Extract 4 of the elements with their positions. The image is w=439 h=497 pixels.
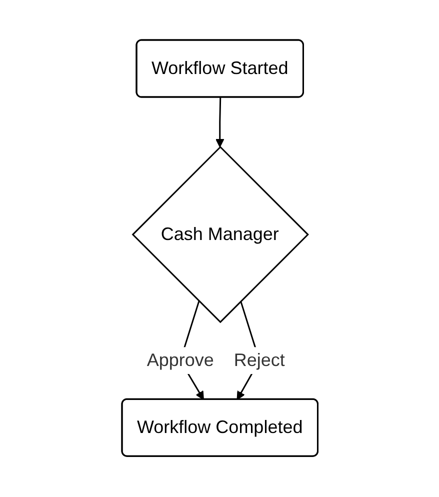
arrow bbox=[215, 98, 224, 148]
edge-label: Reject bbox=[233, 350, 285, 371]
node-diamond: Cash Manager bbox=[131, 146, 309, 324]
edge-label: Approve bbox=[146, 350, 214, 371]
